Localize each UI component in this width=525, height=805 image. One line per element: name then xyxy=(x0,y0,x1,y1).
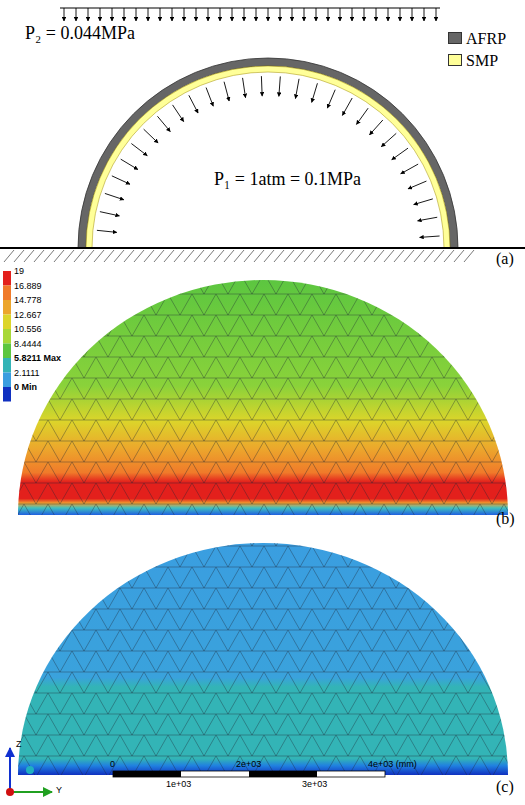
colorbar-value: 0 Min xyxy=(14,383,37,393)
colorbar-value: 19 xyxy=(14,267,24,277)
scale-value: 4e+03 (mm) xyxy=(368,760,417,770)
colorbar-value: 8.4444 xyxy=(14,340,42,350)
legend-text: AFRP xyxy=(466,30,506,48)
scale-value: 3e+03 xyxy=(302,780,327,790)
scale-value: 2e+03 xyxy=(236,760,261,770)
scale-value: 0 xyxy=(110,760,115,770)
pressure-label: P₂ = 0.044MPa xyxy=(25,24,135,44)
scale-value: 1e+03 xyxy=(166,780,191,790)
colorbar-value: 16.889 xyxy=(14,282,42,292)
panel-label: (c) xyxy=(496,778,514,796)
colorbar-value: 12.667 xyxy=(14,311,42,321)
colorbar-value: 10.556 xyxy=(14,325,42,335)
colorbar-value: 14.778 xyxy=(14,296,42,306)
panel-label: (b) xyxy=(496,510,515,528)
pressure-label: P₁ = 1atm = 0.1MPa xyxy=(214,170,361,190)
legend-swatch xyxy=(448,32,462,44)
colorbar-value: 5.8211 Max xyxy=(14,354,61,364)
legend-text: SMP xyxy=(466,52,498,70)
legend-swatch xyxy=(448,54,462,66)
axis-label: Z xyxy=(16,740,22,750)
panel-label: (a) xyxy=(496,250,514,268)
colorbar-value: 2.1111 xyxy=(14,369,40,379)
axis-label: Y xyxy=(56,786,62,796)
